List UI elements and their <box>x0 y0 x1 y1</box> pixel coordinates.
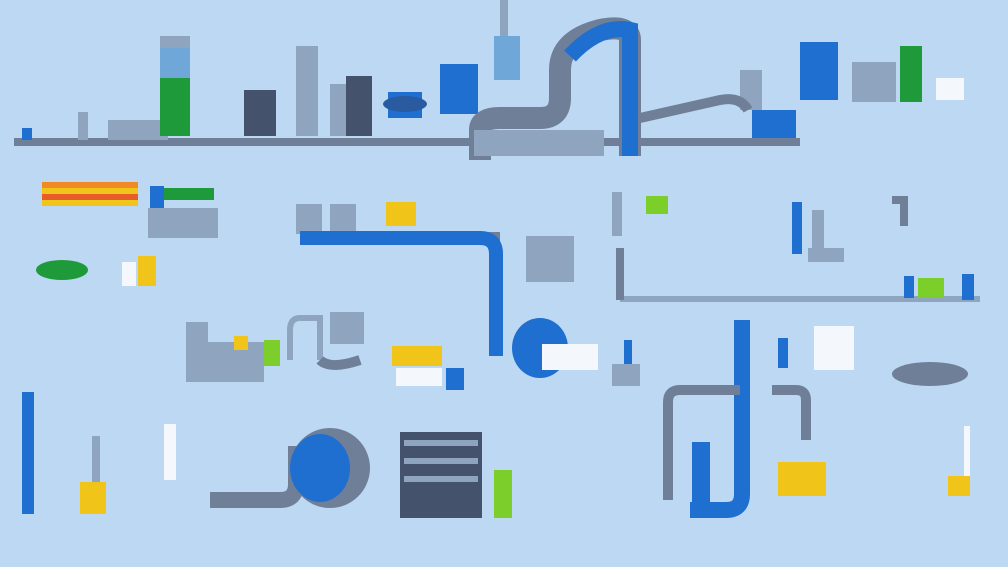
blue-vertical-pipe <box>690 320 750 518</box>
yellow-gauge <box>234 336 248 350</box>
white-jar <box>122 262 136 286</box>
lower-elbow-pipe <box>210 446 304 508</box>
dark-cabinet <box>244 90 276 136</box>
blue-elbow-pipe <box>300 231 503 356</box>
vertical-filter <box>494 36 520 80</box>
green-tag <box>646 196 668 214</box>
cabinet-rail-1 <box>404 440 478 446</box>
white-console <box>542 344 598 370</box>
green-bowl <box>36 260 88 280</box>
drum-riser <box>92 436 100 482</box>
pipe-to-reservoir <box>638 94 753 123</box>
tank-cap <box>160 36 190 50</box>
blue-reservoir <box>752 110 796 138</box>
cabinet-rail-2 <box>404 458 478 464</box>
green-canister <box>918 278 944 298</box>
blue-canister <box>962 274 974 300</box>
blue-gauge-post <box>778 338 788 368</box>
spray-bottle <box>494 470 512 518</box>
hanging-pipe <box>500 0 508 36</box>
center-box-2 <box>330 204 356 234</box>
blue-valve-lower <box>624 340 632 364</box>
blue-drum-face <box>290 434 350 502</box>
yellow-jar <box>138 256 156 286</box>
small-valve <box>22 128 32 140</box>
tank-upper <box>160 48 190 78</box>
green-bar <box>164 188 214 200</box>
side-column <box>330 84 346 136</box>
small-column <box>78 112 88 140</box>
white-box <box>936 78 964 100</box>
dark-cabinet-lower <box>400 432 482 518</box>
gray-post <box>812 210 824 250</box>
yellow-tank-lower <box>778 462 826 496</box>
green-flask <box>264 340 280 366</box>
white-cylinder <box>164 424 176 480</box>
drain-curve <box>316 355 362 370</box>
main-rail-top <box>14 138 800 146</box>
stripe-orange <box>42 182 138 188</box>
gray-loop-pipe <box>663 385 740 500</box>
cabinet-rail-3 <box>404 476 478 482</box>
gray-tank-right <box>852 62 896 102</box>
pump-rotor <box>383 96 427 112</box>
rail-right <box>620 296 980 302</box>
green-cylinder <box>900 46 922 102</box>
white-tray <box>396 368 442 386</box>
white-filter-rack <box>814 326 854 370</box>
gray-block <box>148 208 218 238</box>
vertical-pipe-mid <box>616 248 624 300</box>
gray-pump-lower <box>612 364 640 386</box>
coil-hose <box>892 362 968 386</box>
left-blue-column <box>22 392 34 514</box>
hook-pipe <box>892 196 908 226</box>
blue-container <box>446 368 464 390</box>
yellow-motor <box>386 202 416 226</box>
blue-cap-right <box>904 276 914 298</box>
center-box-1 <box>296 204 322 234</box>
tall-column <box>296 46 318 136</box>
housing-block <box>108 120 168 140</box>
yellow-box-right <box>948 476 970 496</box>
yellow-tray <box>392 346 442 366</box>
stripe-red <box>42 194 138 200</box>
machine-frame <box>186 322 208 382</box>
blue-post <box>792 202 802 254</box>
blue-tank-right <box>800 42 838 100</box>
blue-riser-pipe <box>564 21 638 156</box>
stacked-panel <box>526 236 574 282</box>
green-tank <box>160 78 190 136</box>
loop-pipe <box>287 315 323 360</box>
gray-base <box>808 248 844 262</box>
filter-housing <box>330 312 364 344</box>
pipe-junction <box>474 130 604 156</box>
stripe-yellow-2 <box>42 200 138 206</box>
blue-panel <box>440 64 478 114</box>
white-probe <box>964 426 970 476</box>
small-tower-mid <box>612 192 622 236</box>
stripe-yellow <box>42 188 138 194</box>
yellow-drum <box>80 482 106 514</box>
gray-hook-pipe <box>772 385 811 440</box>
dark-tower <box>346 76 372 136</box>
blue-standpipe <box>692 442 710 514</box>
